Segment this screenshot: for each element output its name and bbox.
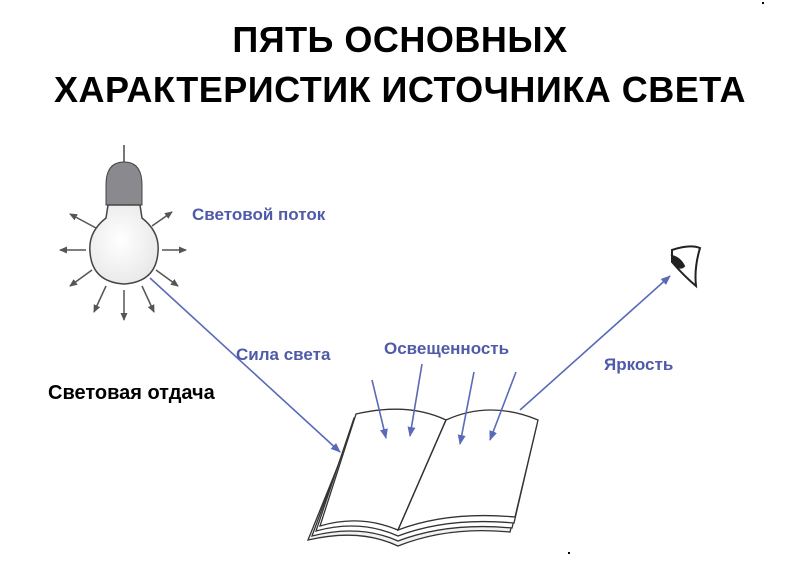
illuminance-label: Освещенность — [384, 339, 509, 358]
stray-mark — [568, 552, 570, 554]
luminous-intensity-label: Сила света — [236, 345, 331, 364]
illuminance-arrow-2 — [407, 363, 423, 437]
book-icon — [306, 408, 539, 547]
luminous-flux-label: Световой поток — [192, 205, 326, 224]
luminous-efficacy-label: Световая отдача — [48, 382, 215, 404]
eye-icon — [670, 245, 702, 289]
light-rays — [59, 211, 187, 321]
illuminance-arrow-4 — [489, 371, 517, 441]
luminance-label: Яркость — [604, 355, 673, 374]
title-line-2: ХАРАКТЕРИСТИК ИСТОЧНИКА СВЕТА — [54, 69, 746, 110]
luminance-arrow — [519, 275, 671, 411]
light-bulb-icon — [89, 145, 159, 285]
luminous-intensity-arrow — [149, 277, 341, 453]
illuminance-arrow-3 — [457, 371, 475, 445]
diagram-arrows — [149, 275, 671, 453]
title-line-1: ПЯТЬ ОСНОВНЫХ — [232, 19, 568, 60]
stray-mark — [762, 2, 764, 4]
illuminance-arrow-1 — [371, 379, 388, 439]
